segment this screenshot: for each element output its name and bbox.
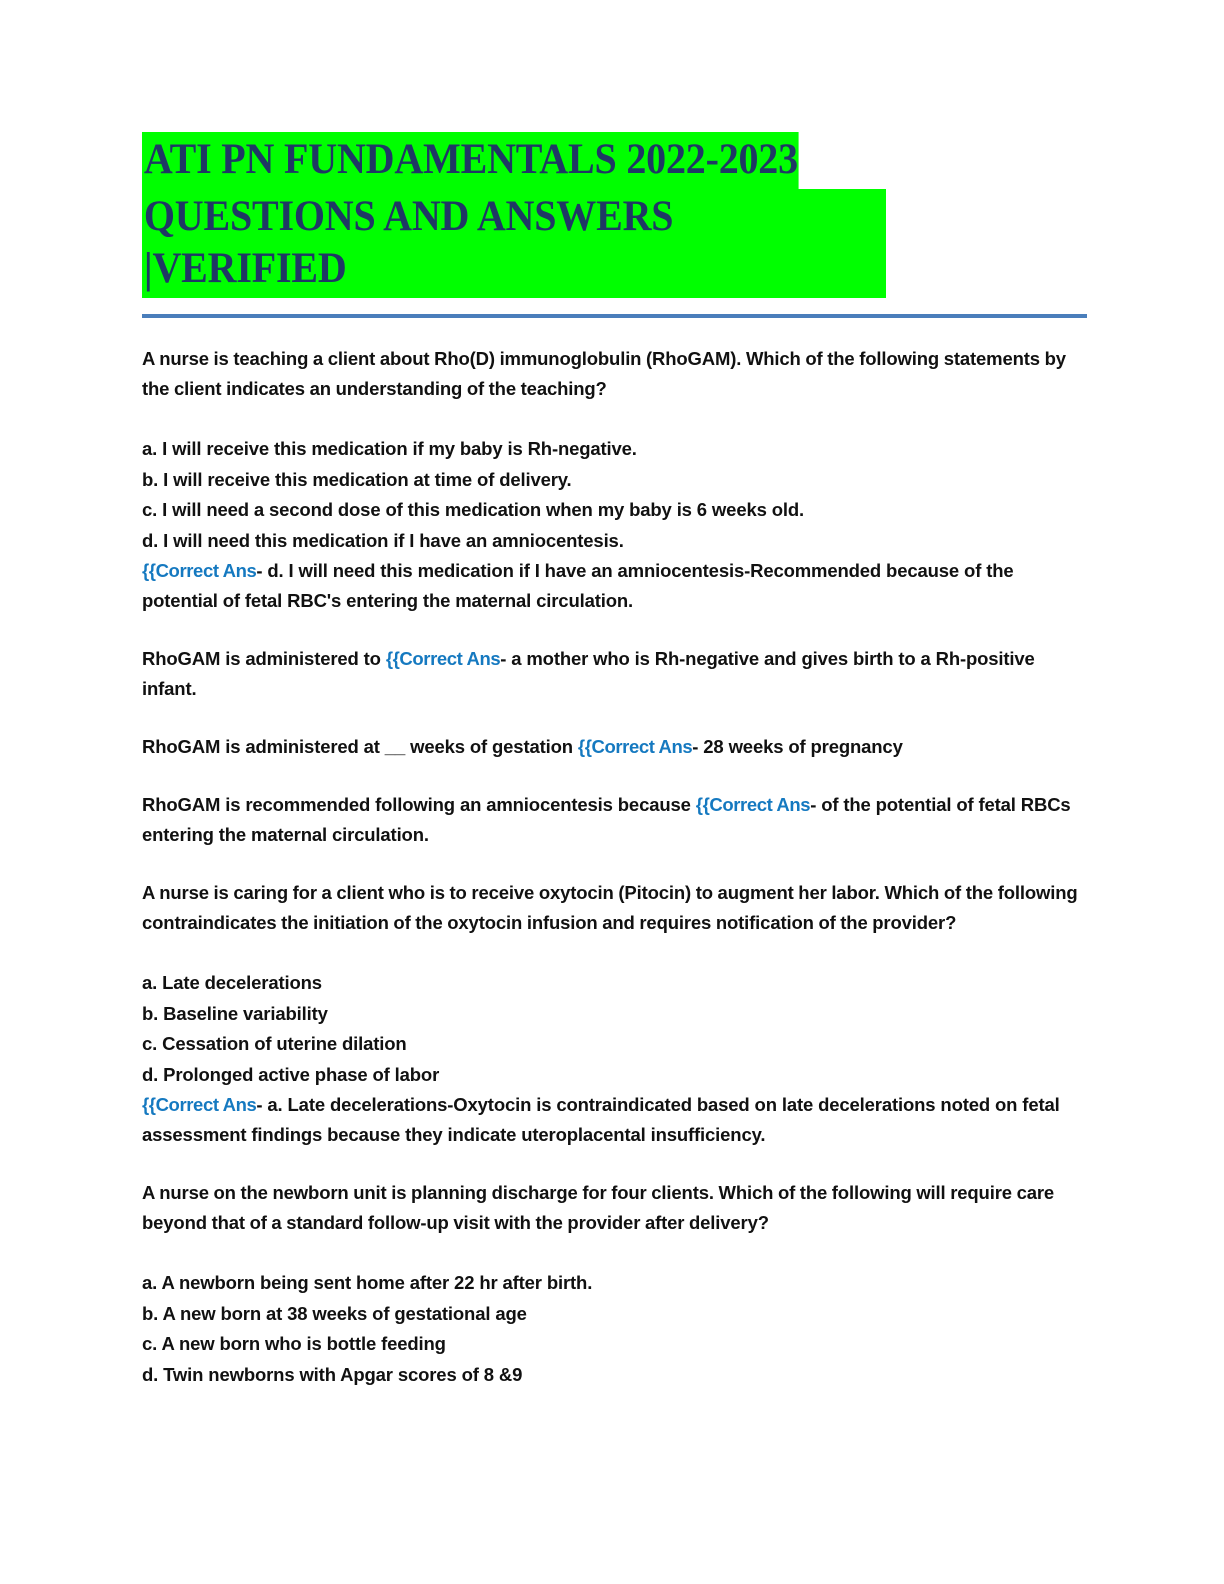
- correct-answer-tag: {{Correct Ans: [385, 648, 501, 669]
- question-2-stem: A nurse is caring for a client who is to…: [142, 882, 1078, 933]
- list-item: b. I will receive this medication at tim…: [142, 465, 1087, 496]
- spacer: [142, 1238, 1087, 1268]
- list-item: b. Baseline variability: [142, 999, 1087, 1030]
- option-text: A new born at 38 weeks of gestational ag…: [162, 1302, 527, 1324]
- list-item: a. Late decelerations: [142, 968, 1087, 999]
- page-title-line-2-text: QUESTIONS AND ANSWERS |VERIFIED: [142, 189, 886, 298]
- option-label: c.: [142, 1033, 158, 1054]
- option-text: I will need a second dose of this medica…: [162, 499, 805, 520]
- option-label: a.: [142, 438, 158, 459]
- option-text: A newborn being sent home after 22 hr af…: [161, 1272, 593, 1293]
- list-item: b. A new born at 38 weeks of gestational…: [142, 1299, 1087, 1330]
- option-label: d.: [142, 1363, 159, 1385]
- question-1-options: a. I will receive this medication if my …: [142, 434, 1087, 556]
- fact-3: RhoGAM is recommended following an amnio…: [142, 790, 1087, 850]
- option-label: d.: [142, 1063, 159, 1085]
- option-label: c.: [142, 499, 158, 520]
- option-text: Cessation of uterine dilation: [162, 1033, 407, 1054]
- question-1-stem: A nurse is teaching a client about Rho(D…: [142, 348, 1066, 399]
- option-label: b.: [142, 1002, 159, 1024]
- spacer: [142, 938, 1087, 968]
- question-2-answer: {{Correct Ans- a. Late decelerations-Oxy…: [142, 1090, 1087, 1150]
- title-divider: [142, 314, 1087, 318]
- spacer: [142, 404, 1087, 434]
- list-item: c. I will need a second dose of this med…: [142, 495, 1087, 526]
- option-label: d.: [142, 529, 159, 551]
- option-text: Late decelerations: [162, 972, 322, 993]
- document-body: A nurse is teaching a client about Rho(D…: [142, 344, 1087, 1390]
- option-text: Twin newborns with Apgar scores of 8 &9: [163, 1363, 523, 1385]
- option-text: I will receive this medication if my bab…: [162, 438, 637, 459]
- list-item: a. I will receive this medication if my …: [142, 434, 1087, 465]
- fact-3-before: RhoGAM is recommended following an amnio…: [142, 794, 696, 815]
- page-title-line-1: ATI PN FUNDAMENTALS 2022-2023: [142, 132, 942, 189]
- fact-3-after: - of the potential of fetal RBCs enterin…: [142, 794, 1071, 845]
- correct-answer-tag: {{Correct Ans: [577, 736, 693, 757]
- list-item: c. Cessation of uterine dilation: [142, 1029, 1087, 1060]
- fact-1-before: RhoGAM is administered to: [142, 648, 386, 669]
- option-label: c.: [142, 1333, 158, 1354]
- correct-answer-text: - a. Late decelerations-Oxytocin is cont…: [142, 1094, 1060, 1145]
- question-1-answer: {{Correct Ans- d. I will need this medic…: [142, 556, 1087, 616]
- list-item: d. Prolonged active phase of labor: [142, 1060, 1087, 1091]
- correct-answer-tag: {{Correct Ans: [142, 560, 257, 581]
- option-label: b.: [142, 1302, 159, 1324]
- list-item: d. Twin newborns with Apgar scores of 8 …: [142, 1360, 1087, 1391]
- option-text: I will need this medication if I have an…: [163, 529, 624, 551]
- list-item: d. I will need this medication if I have…: [142, 526, 1087, 557]
- correct-answer-tag: {{Correct Ans: [142, 1094, 257, 1115]
- question-3-stem: A nurse on the newborn unit is planning …: [142, 1182, 1055, 1233]
- fact-1-after: - a mother who is Rh-negative and gives …: [142, 648, 1035, 699]
- fact-1: RhoGAM is administered to {{Correct Ans-…: [142, 644, 1087, 704]
- page-title-line-1-text: ATI PN FUNDAMENTALS 2022-2023: [142, 132, 799, 189]
- option-label: a.: [142, 972, 158, 993]
- option-text: I will receive this medication at time o…: [163, 468, 572, 490]
- page-title-line-2: QUESTIONS AND ANSWERS |VERIFIED: [142, 189, 942, 298]
- list-item: c. A new born who is bottle feeding: [142, 1329, 1087, 1360]
- question-3-options: a. A newborn being sent home after 22 hr…: [142, 1268, 1087, 1390]
- option-label: a.: [142, 1272, 158, 1293]
- list-item: a. A newborn being sent home after 22 hr…: [142, 1268, 1087, 1299]
- question-2-options: a. Late decelerations b. Baseline variab…: [142, 968, 1087, 1090]
- page-title: ATI PN FUNDAMENTALS 2022-2023 QUESTIONS …: [142, 132, 942, 298]
- correct-answer-text: - d. I will need this medication if I ha…: [142, 560, 1014, 611]
- fact-2-after: - 28 weeks of pregnancy: [692, 736, 903, 757]
- option-text: A new born who is bottle feeding: [161, 1333, 446, 1354]
- fact-2-before: RhoGAM is administered at __ weeks of ge…: [142, 736, 578, 757]
- correct-answer-tag: {{Correct Ans: [695, 794, 811, 815]
- document-content: ATI PN FUNDAMENTALS 2022-2023 QUESTIONS …: [142, 132, 1087, 1390]
- option-text: Baseline variability: [163, 1002, 328, 1024]
- fact-2: RhoGAM is administered at __ weeks of ge…: [142, 732, 1087, 762]
- option-text: Prolonged active phase of labor: [163, 1063, 440, 1085]
- option-label: b.: [142, 468, 159, 490]
